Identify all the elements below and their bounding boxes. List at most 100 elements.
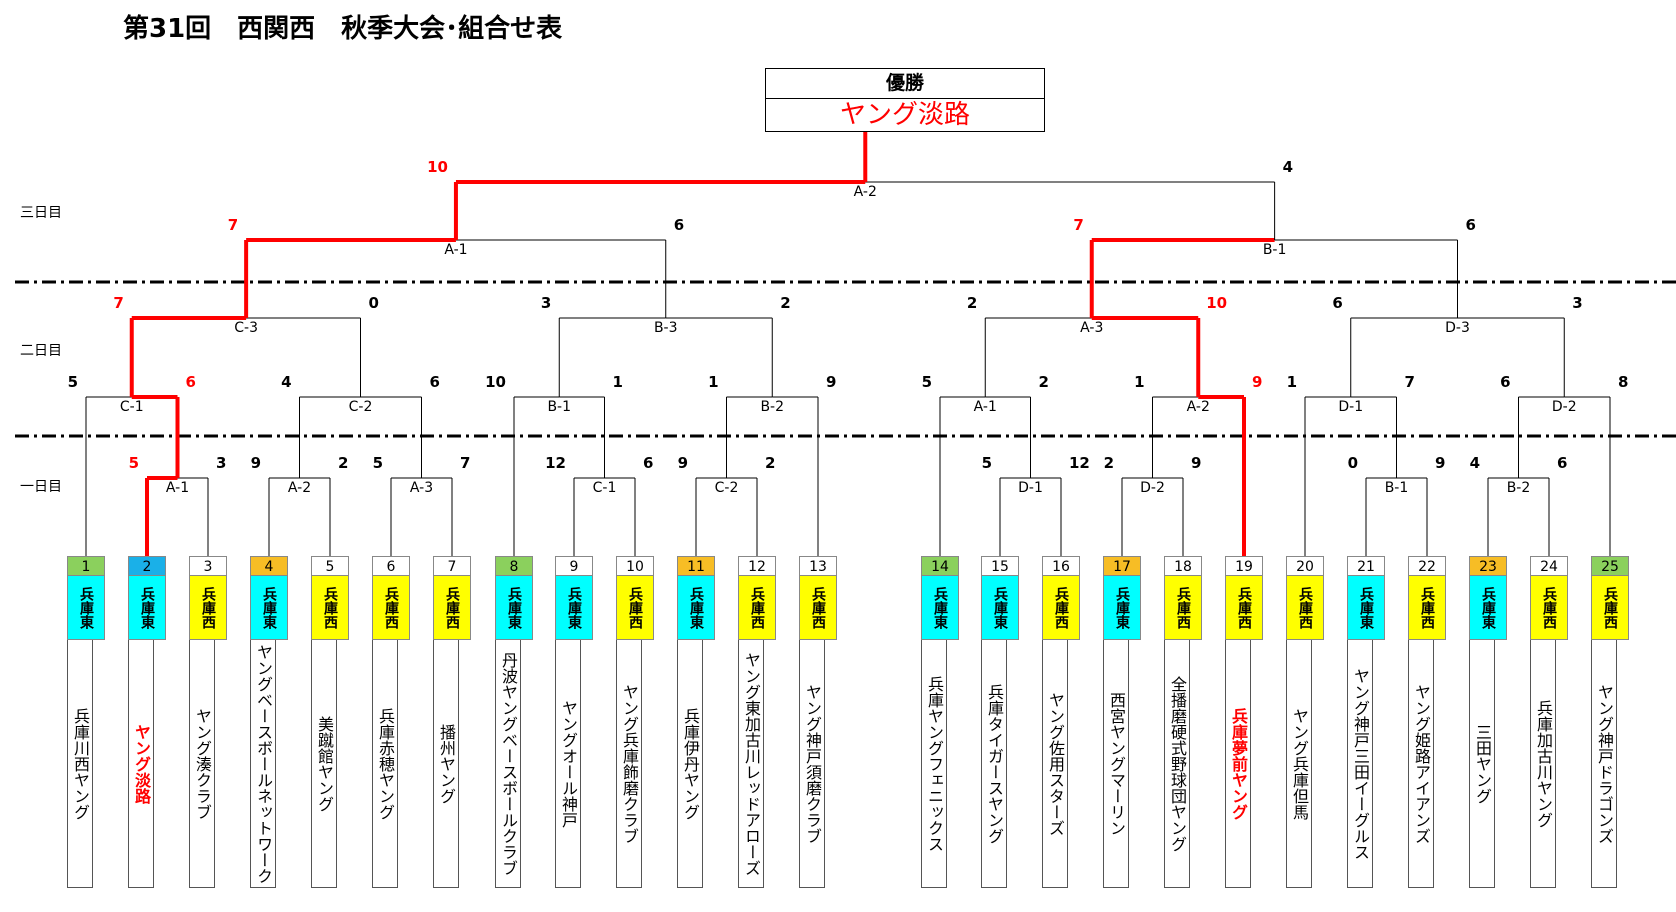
page-title: 第31回 西関西 秋季大会･組合せ表 <box>123 14 563 44</box>
match-score-left: 12 <box>545 454 566 472</box>
team-number: 18 <box>1164 556 1202 576</box>
team-name: 全播磨硬式野球団ヤング <box>1164 640 1190 888</box>
team-region: 兵庫西 <box>1591 576 1629 640</box>
team-region: 兵庫東 <box>1103 576 1141 640</box>
team-region: 兵庫東 <box>128 576 166 640</box>
team-region: 兵庫東 <box>677 576 715 640</box>
team-region: 兵庫西 <box>616 576 654 640</box>
match-label: B-3 <box>654 320 678 336</box>
match-score-left: 4 <box>281 373 291 391</box>
team-number: 3 <box>189 556 227 576</box>
match-score-left: 3 <box>541 294 551 312</box>
team-number: 22 <box>1408 556 1446 576</box>
team-region: 兵庫東 <box>921 576 959 640</box>
team-number: 13 <box>799 556 837 576</box>
match-score-right: 6 <box>430 373 440 391</box>
team-number: 8 <box>495 556 533 576</box>
match-label: B-2 <box>760 399 784 415</box>
team-region: 兵庫西 <box>1164 576 1202 640</box>
match-score-right: 9 <box>826 373 836 391</box>
match-score-right: 6 <box>643 454 653 472</box>
team-number: 20 <box>1286 556 1324 576</box>
match-label: B-1 <box>547 399 571 415</box>
match-label: A-2 <box>1187 399 1210 415</box>
match-score-left: 5 <box>129 454 139 472</box>
match-score-left: 1 <box>1287 373 1297 391</box>
match-score-right: 0 <box>369 294 379 312</box>
team-number: 17 <box>1103 556 1141 576</box>
match-score-right: 3 <box>1572 294 1582 312</box>
match-label: D-2 <box>1140 480 1165 496</box>
match-score-right: 6 <box>1557 454 1567 472</box>
match-score-right: 3 <box>216 454 226 472</box>
team-region: 兵庫西 <box>1530 576 1568 640</box>
day-label-2: 二日目 <box>20 343 62 359</box>
match-score-left: 1 <box>1134 373 1144 391</box>
match-score-right: 9 <box>1191 454 1201 472</box>
team-number: 24 <box>1530 556 1568 576</box>
match-score-right: 6 <box>186 373 196 391</box>
team-name: ヤング佐用スターズ <box>1042 640 1068 888</box>
match-label: C-3 <box>234 320 258 336</box>
match-label: B-2 <box>1507 480 1531 496</box>
match-score-left: 5 <box>922 373 932 391</box>
team-number: 6 <box>372 556 410 576</box>
team-number: 7 <box>433 556 471 576</box>
match-score-right: 4 <box>1283 158 1293 176</box>
team-name: 西宮ヤングマーリン <box>1103 640 1129 888</box>
team-name: 兵庫伊丹ヤング <box>677 640 703 888</box>
match-score-left: 9 <box>678 454 688 472</box>
champion-box: 優勝 ヤング淡路 <box>765 68 1045 132</box>
match-label: D-3 <box>1445 320 1470 336</box>
team-number: 15 <box>981 556 1019 576</box>
match-score-right: 6 <box>1466 216 1476 234</box>
team-name: 美蹴館ヤング <box>311 640 337 888</box>
match-score-right: 2 <box>338 454 348 472</box>
team-number: 11 <box>677 556 715 576</box>
match-score-left: 0 <box>1348 454 1358 472</box>
team-number: 1 <box>67 556 105 576</box>
match-label: A-1 <box>444 242 467 258</box>
team-number: 23 <box>1469 556 1507 576</box>
team-number: 2 <box>128 556 166 576</box>
match-score-right: 2 <box>765 454 775 472</box>
team-region: 兵庫西 <box>1286 576 1324 640</box>
team-name: ヤング兵庫飾磨クラブ <box>616 640 642 888</box>
team-name: 兵庫加古川ヤング <box>1530 640 1556 888</box>
match-label: B-1 <box>1385 480 1409 496</box>
match-score-right: 2 <box>1039 373 1049 391</box>
team-region: 兵庫西 <box>372 576 410 640</box>
match-score-right: 8 <box>1618 373 1628 391</box>
team-name: ヤング姫路アイアンズ <box>1408 640 1434 888</box>
team-name: ヤングオール神戸 <box>555 640 581 888</box>
match-label: D-1 <box>1018 480 1043 496</box>
team-region: 兵庫東 <box>981 576 1019 640</box>
team-number: 16 <box>1042 556 1080 576</box>
match-score-right: 10 <box>1206 294 1227 312</box>
match-score-left: 10 <box>427 158 448 176</box>
match-label: C-2 <box>349 399 373 415</box>
team-name: ヤング東加古川レッドアローズ <box>738 640 764 888</box>
team-name: 丹波ヤングベースボールクラブ <box>495 640 521 888</box>
match-score-left: 5 <box>982 454 992 472</box>
match-score-right: 9 <box>1435 454 1445 472</box>
match-label: C-1 <box>593 480 617 496</box>
match-score-left: 6 <box>1332 294 1342 312</box>
